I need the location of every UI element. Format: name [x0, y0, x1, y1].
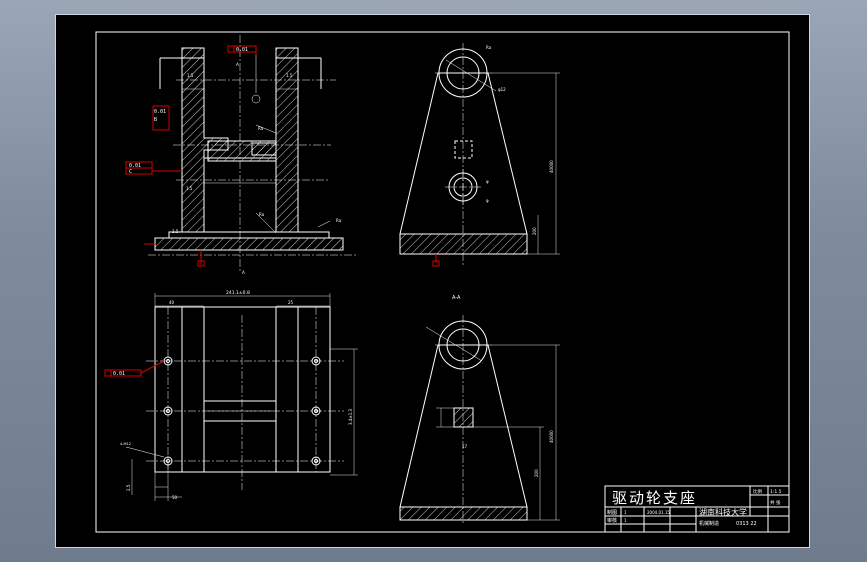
tolerance-label-3: 0.01	[129, 163, 141, 169]
cad-drawing: Ra Ra Ra A A 1.5 1.5 1.5 2.5 0.01 0.01 B…	[95, 31, 790, 533]
drawn-label: 制图	[607, 509, 617, 516]
drawer-name: 1	[624, 510, 627, 515]
drawing-code: 0313 22	[736, 521, 757, 527]
svg-text:φ12: φ12	[498, 87, 506, 92]
svg-text:Ra: Ra	[258, 126, 264, 131]
tolerance-ref-3: C	[129, 169, 132, 175]
plan-depth-dim: 3.4±1.3	[348, 408, 353, 425]
svg-text:Ra: Ra	[336, 218, 342, 223]
tolerance-ref-2: B	[154, 117, 157, 123]
side-lower-dim: 200	[532, 227, 537, 235]
svg-text:φ: φ	[486, 179, 489, 184]
section-height-dim: 40000	[549, 430, 554, 443]
sheet-count: 共 张	[770, 499, 781, 506]
side-height-dim: 40000	[549, 160, 554, 173]
tolerance-label-2: 0.01	[154, 109, 166, 115]
tolerance-label-1: 0.01	[236, 47, 248, 53]
scale-label: 比例	[753, 488, 762, 495]
section-lower-dim: 200	[534, 469, 539, 477]
school-name: 湖南科技大学	[699, 507, 747, 517]
plan-dim-left: 40	[169, 300, 175, 305]
svg-text:A: A	[236, 62, 239, 67]
tolerance-label-4: 0.01	[113, 371, 125, 377]
side-view: φ12 40000 200 Ra φ φ	[399, 43, 560, 267]
section-label: A-A	[452, 295, 461, 301]
svg-text:2.5: 2.5	[172, 229, 179, 234]
plan-dim-small1: 2.5	[126, 484, 131, 491]
review-label: 审核	[607, 517, 617, 524]
plan-hole-callout: 4-M12	[120, 442, 131, 446]
svg-text:Ra: Ra	[259, 212, 265, 217]
drawing-title: 驱动轮支座	[612, 489, 697, 507]
drawing-sheet: Ra Ra Ra A A 1.5 1.5 1.5 2.5 0.01 0.01 B…	[55, 14, 810, 548]
program-name: 机械制造	[699, 520, 719, 527]
section-sub-dim: 17	[462, 444, 468, 449]
svg-text:A: A	[242, 270, 245, 275]
plan-view: 241.1±0.8 40 25 3.4±1.3 2.5 50 4-M12 0.0…	[104, 290, 358, 501]
svg-text:φ: φ	[486, 198, 489, 203]
svg-text:Ra: Ra	[486, 45, 492, 50]
drawing-date: 2004.01.15	[647, 510, 670, 515]
front-section-view: Ra Ra Ra A A 1.5 1.5 1.5 2.5 0.01 0.01 B…	[125, 35, 356, 275]
plan-dim-right: 25	[288, 300, 294, 305]
svg-text:1.5: 1.5	[186, 186, 193, 191]
inner-border	[95, 31, 790, 533]
svg-text:1.5: 1.5	[187, 73, 194, 78]
plan-total-width: 241.1±0.8	[226, 290, 250, 296]
plan-dim-small3: 50	[172, 495, 178, 500]
title-block: 驱动轮支座 比例 1:1.5 共 张 湖南科技大学 制图 审核 1 2004.0…	[604, 485, 790, 533]
reviewer-name: 1	[624, 518, 627, 523]
section-aa-view: A-A 40000 200 17	[399, 295, 560, 525]
scale-value: 1:1.5	[770, 489, 782, 495]
svg-text:1.5: 1.5	[286, 73, 293, 78]
